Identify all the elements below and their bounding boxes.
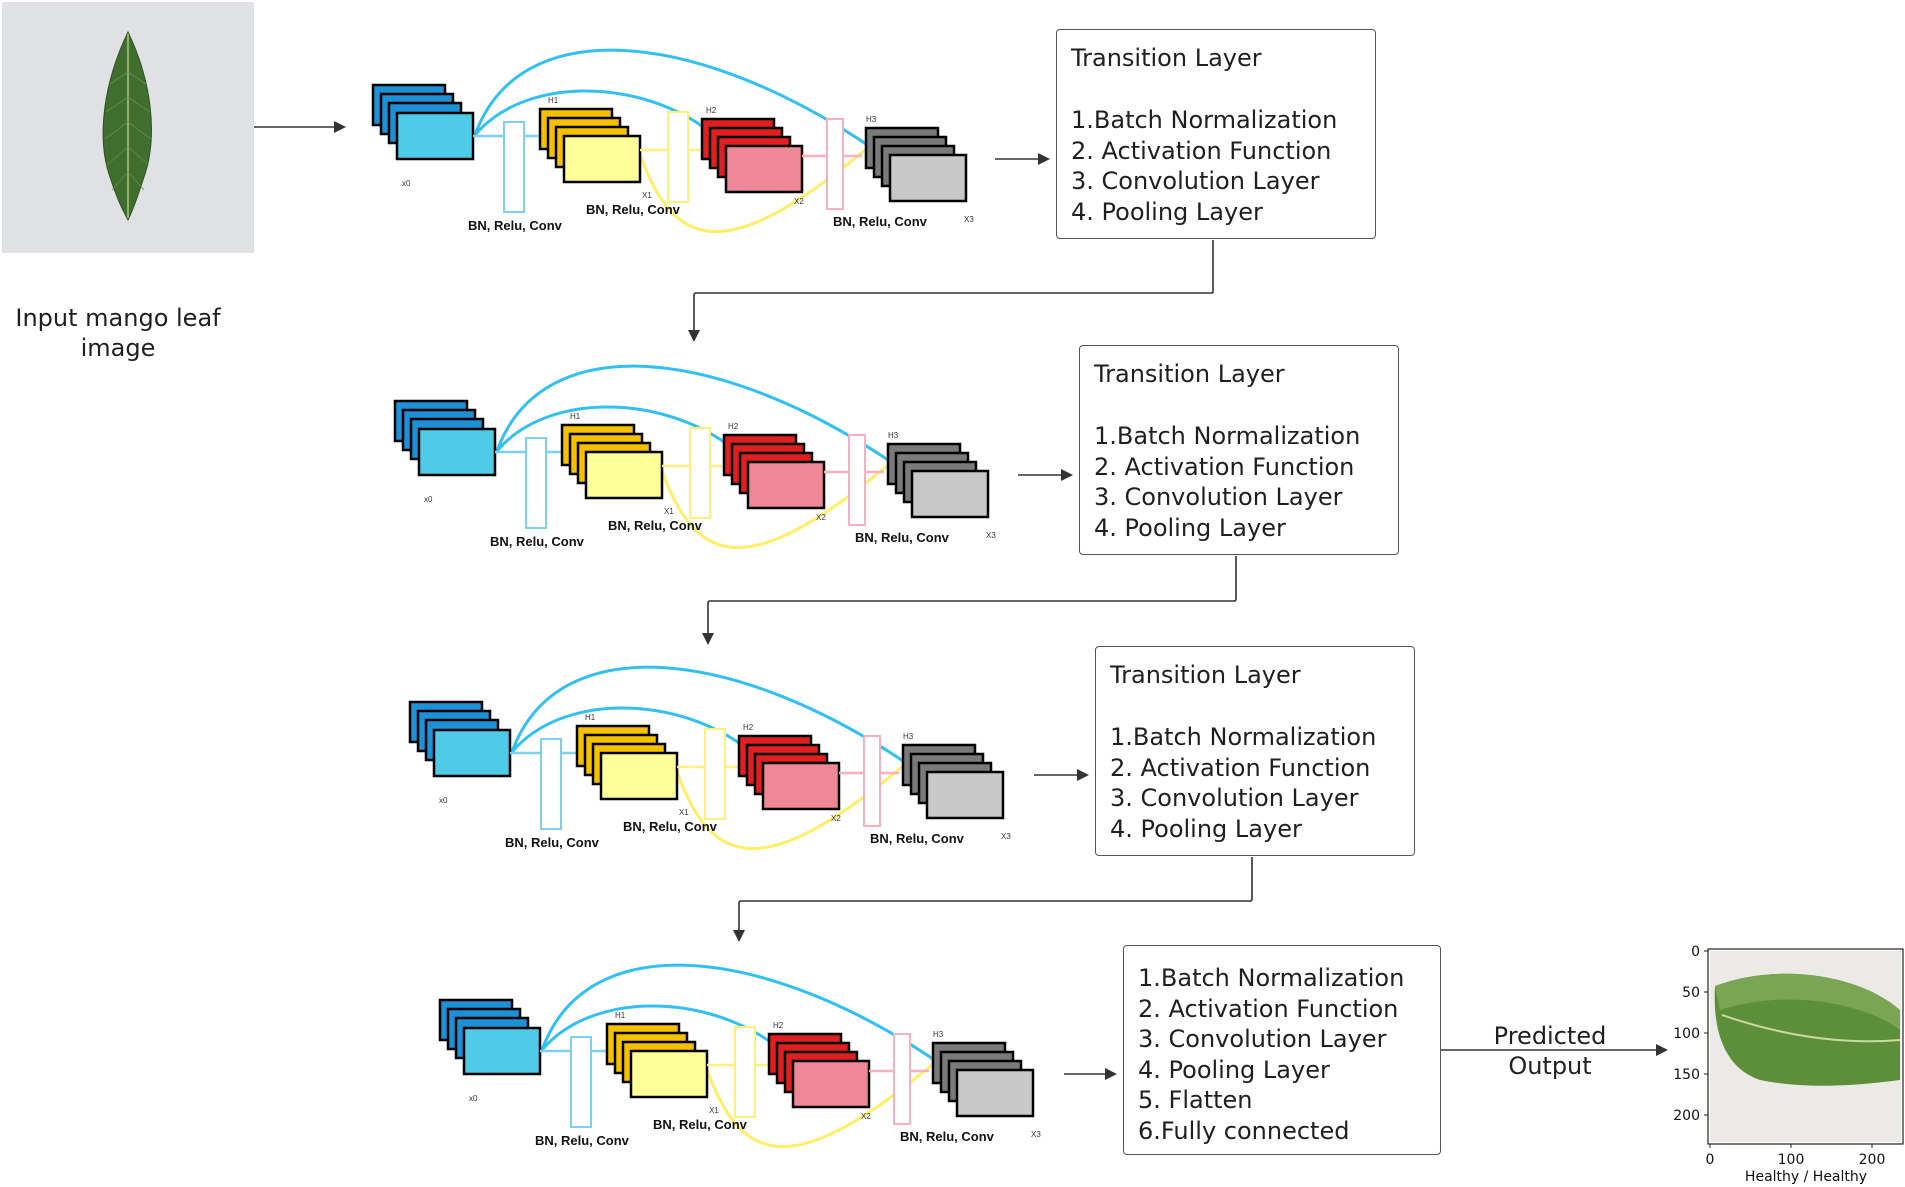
plot-xlabel: Healthy / Healthy (1745, 1169, 1867, 1185)
conv-op-label: BN, Relu, Conv (855, 530, 950, 545)
dense-block-4: x0 BN, Relu, Conv H1 X1 BN, Relu, Conv H… (438, 963, 1041, 1149)
dense-block-graphic: x0 BN, Relu, Conv H1 X1 BN, Relu, Conv H… (408, 665, 1011, 851)
feature-map-label: X3 (1031, 1130, 1041, 1139)
conv-op-label: BN, Relu, Conv (505, 835, 600, 850)
y-tick-label: 0 (1691, 944, 1700, 960)
x-tick-label: 0 (1706, 1152, 1715, 1168)
transition-layer-box-1: Transition Layer 1.Batch Normalization 2… (1056, 29, 1376, 239)
feature-map-label: x0 (402, 179, 411, 188)
step-item: 4. Pooling Layer (1110, 814, 1302, 843)
arrow-transition1-to-block2 (688, 240, 1214, 342)
step-item: 4. Pooling Layer (1138, 1055, 1330, 1084)
dense-block-2: x0 BN, Relu, Conv H1 X1 BN, Relu, Conv H… (393, 364, 996, 550)
feature-map-label: X1 (642, 191, 652, 200)
conv-op-label: BN, Relu, Conv (870, 831, 965, 846)
arrow-transition3-to-block4 (733, 857, 1253, 942)
transition-layer-title: Transition Layer (1110, 661, 1301, 689)
final-steps: 1.Batch Normalization 2. Activation Func… (1138, 963, 1404, 1146)
input-leaf-photo (2, 2, 254, 253)
y-ticks: 0 50 100 150 200 (1673, 944, 1708, 1124)
feature-map-label: x0 (424, 495, 433, 504)
y-tick-label: 150 (1673, 1067, 1700, 1083)
feature-map-label: X3 (1001, 832, 1011, 841)
transition-layer-title: Transition Layer (1094, 360, 1285, 388)
feature-map-label: X2 (794, 197, 804, 206)
conv-op-label: BN, Relu, Conv (468, 218, 563, 233)
step-item: 3. Convolution Layer (1138, 1025, 1387, 1053)
y-tick-label: 200 (1673, 1108, 1700, 1124)
conv-op-label: BN, Relu, Conv (653, 1117, 748, 1132)
transition-steps: 1.Batch Normalization 2. Activation Func… (1094, 421, 1360, 543)
feature-map-label: H2 (773, 1021, 784, 1030)
step-item: 4. Pooling Layer (1071, 197, 1263, 226)
output-prediction-plot: 0 50 100 150 200 0 100 200 Healthy / Hea… (1673, 944, 1904, 1185)
step-item: 2. Activation Function (1110, 753, 1371, 782)
conv-op-label: BN, Relu, Conv (490, 534, 585, 549)
step-item: 3. Convolution Layer (1110, 784, 1359, 812)
feature-map-label: H3 (933, 1030, 944, 1039)
step-item: 4. Pooling Layer (1094, 513, 1286, 542)
arrow-transition2-to-block3 (702, 556, 1237, 645)
transition-steps: 1.Batch Normalization 2. Activation Func… (1071, 105, 1337, 227)
step-item: 6.Fully connected (1138, 1116, 1350, 1145)
step-item: 2. Activation Function (1138, 994, 1399, 1023)
feature-map-label: H1 (570, 412, 581, 421)
conv-op-label: BN, Relu, Conv (586, 202, 681, 217)
step-item: 5. Flatten (1138, 1086, 1253, 1114)
step-item: 1.Batch Normalization (1094, 422, 1361, 450)
feature-map-label: H3 (903, 732, 914, 741)
output-plot-axes (1707, 948, 1904, 1145)
feature-map-label: H1 (615, 1011, 626, 1020)
step-item: 1.Batch Normalization (1071, 106, 1338, 134)
conv-op-label: BN, Relu, Conv (623, 819, 718, 834)
feature-map-label: X1 (664, 507, 674, 516)
feature-map-label: H1 (548, 96, 559, 105)
feature-map-label: X3 (986, 531, 996, 540)
feature-map-label: X1 (679, 808, 689, 817)
step-item: 3. Convolution Layer (1071, 167, 1320, 195)
dense-block-1: x0 BN, Relu, Conv H1 X1 BN, Relu, Conv H… (371, 48, 974, 234)
conv-op-label: BN, Relu, Conv (833, 214, 928, 229)
dense-block-graphic: x0 BN, Relu, Conv H1 X1 BN, Relu, Conv H… (438, 963, 1041, 1149)
conv-op-label: BN, Relu, Conv (900, 1129, 995, 1144)
conv-op-label: BN, Relu, Conv (535, 1133, 630, 1148)
feature-map-label: H2 (728, 422, 739, 431)
predicted-output-label: Predicted Output (1493, 1022, 1607, 1080)
feature-map-label: X3 (964, 215, 974, 224)
transition-layer-box-3: Transition Layer 1.Batch Normalization 2… (1095, 646, 1415, 856)
feature-map-label: H2 (743, 723, 754, 732)
step-item: 2. Activation Function (1094, 452, 1355, 481)
dense-block-graphic: x0 BN, Relu, Conv H1 X1 BN, Relu, Conv H… (393, 364, 996, 550)
feature-map-label: H1 (585, 713, 596, 722)
final-layer-box: 1.Batch Normalization 2. Activation Func… (1123, 945, 1441, 1155)
feature-map-label: X2 (861, 1112, 871, 1121)
transition-layer-title: Transition Layer (1071, 44, 1262, 72)
x-tick-label: 100 (1778, 1152, 1805, 1168)
step-item: 3. Convolution Layer (1094, 483, 1343, 511)
step-item: 2. Activation Function (1071, 136, 1332, 165)
dense-block-3: x0 BN, Relu, Conv H1 X1 BN, Relu, Conv H… (408, 665, 1011, 851)
feature-map-label: X2 (816, 513, 826, 522)
x-ticks: 0 100 200 (1706, 1144, 1886, 1168)
y-tick-label: 50 (1682, 985, 1700, 1001)
feature-map-label: H2 (706, 106, 717, 115)
transition-layer-box-2: Transition Layer 1.Batch Normalization 2… (1079, 345, 1399, 555)
transition-steps: 1.Batch Normalization 2. Activation Func… (1110, 722, 1376, 844)
step-item: 1.Batch Normalization (1110, 723, 1377, 751)
feature-map-label: H3 (866, 115, 877, 124)
y-tick-label: 100 (1673, 1026, 1700, 1042)
feature-map-label: x0 (469, 1094, 478, 1103)
feature-map-label: x0 (439, 796, 448, 805)
input-caption: Input mango leaf image (15, 304, 221, 362)
dense-block-graphic: x0 BN, Relu, Conv H1 X1 BN, Relu, Conv H… (371, 48, 974, 234)
x-tick-label: 200 (1859, 1152, 1886, 1168)
conv-op-label: BN, Relu, Conv (608, 518, 703, 533)
step-item: 1.Batch Normalization (1138, 964, 1405, 992)
feature-map-label: H3 (888, 431, 899, 440)
feature-map-label: X2 (831, 814, 841, 823)
feature-map-label: X1 (709, 1106, 719, 1115)
